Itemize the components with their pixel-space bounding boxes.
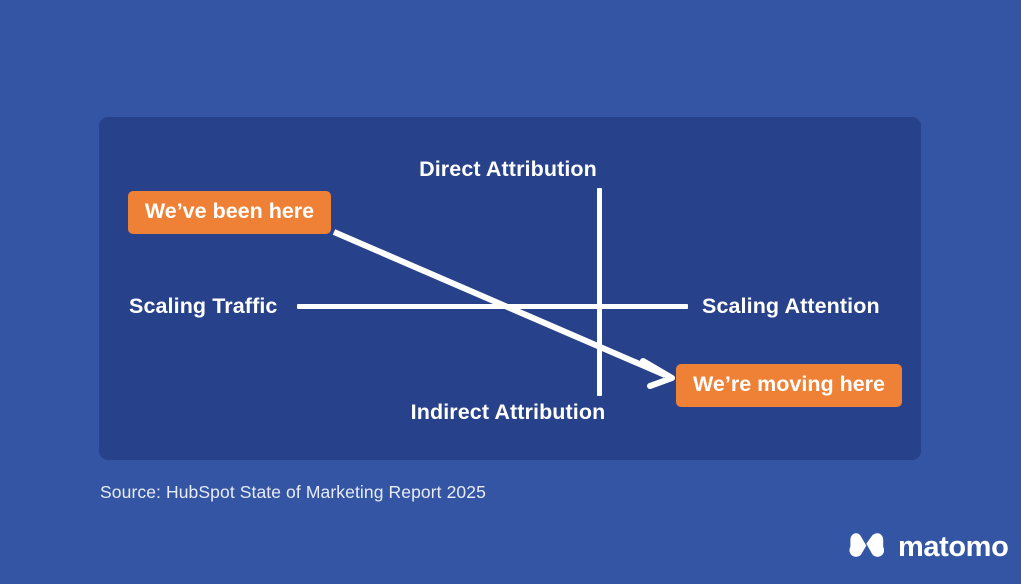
matomo-logo-icon [849,533,884,557]
matomo-logo: matomo [845,528,1009,564]
horizontal-axis-line [297,304,688,309]
axis-label-indirect-attribution: Indirect Attribution [410,400,606,424]
source-caption: Source: HubSpot State of Marketing Repor… [100,482,486,502]
matrix-panel: Direct Attribution Indirect Attribution … [99,117,921,460]
badge-weve-been-here: We’ve been here [128,191,331,234]
badge-were-moving-here: We’re moving here [676,364,902,407]
axis-label-direct-attribution: Direct Attribution [419,157,597,181]
axis-label-scaling-traffic: Scaling Traffic [129,294,278,318]
matomo-wordmark: matomo [898,530,1009,563]
vertical-axis-line [597,188,602,396]
axis-label-scaling-attention: Scaling Attention [702,294,880,318]
